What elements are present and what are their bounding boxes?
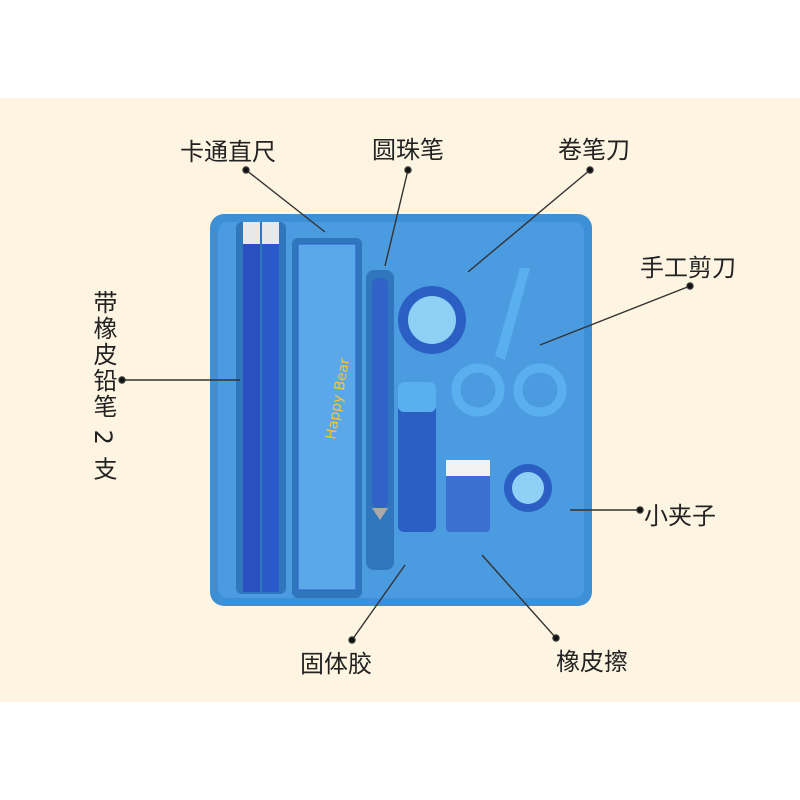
scissors (495, 268, 530, 360)
scissors-leader (539, 285, 691, 346)
glue-leader (351, 564, 406, 641)
ruler (297, 243, 357, 591)
pen-leader (384, 169, 409, 267)
label-sharpener: 卷笔刀 (558, 136, 630, 164)
glue-stick (398, 382, 436, 532)
eraser-tip-2 (262, 222, 279, 244)
label-ruler: 卡通直尺 (180, 138, 276, 166)
label-pencils: 带橡皮铅笔 2 支 (89, 290, 117, 483)
pen (372, 278, 388, 508)
label-pen: 圆珠笔 (372, 136, 444, 164)
eraser-leader (481, 554, 557, 639)
eraser (446, 460, 490, 532)
label-eraser: 橡皮擦 (556, 648, 628, 676)
label-scissors: 手工剪刀 (640, 254, 736, 282)
label-glue: 固体胶 (300, 650, 372, 678)
label-clip: 小夹子 (644, 502, 716, 530)
ruler-leader (245, 169, 326, 233)
pencil-2 (262, 232, 279, 592)
pencil-1 (243, 232, 260, 592)
eraser-tip-1 (243, 222, 260, 244)
sharpener-leader (467, 169, 591, 273)
